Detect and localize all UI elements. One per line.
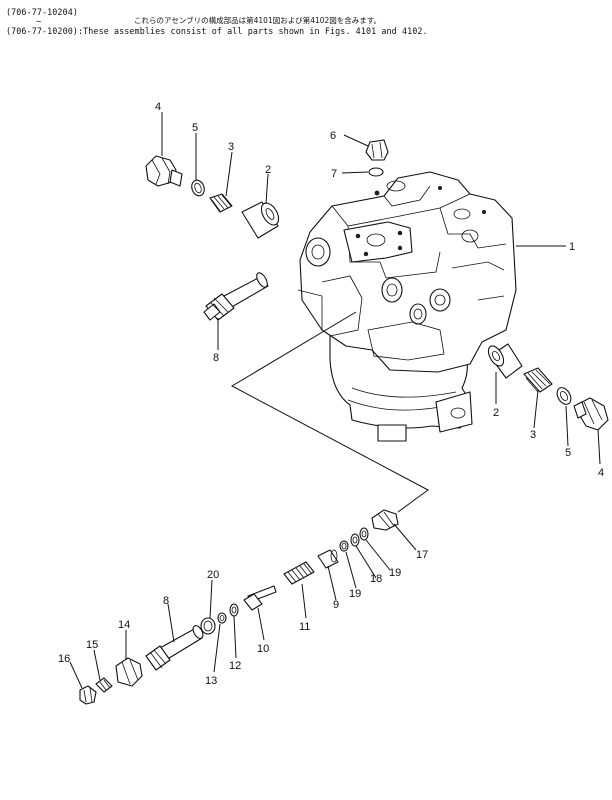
callout-8: 8 bbox=[213, 352, 219, 364]
spring-lower-right bbox=[523, 367, 553, 393]
callout-10: 10 bbox=[257, 643, 269, 655]
callout-11: 11 bbox=[299, 621, 310, 633]
document-header: (706-77-10204) ∼ これらのアセンブリの構成部品は第4101図およ… bbox=[0, 0, 612, 44]
japanese-note: これらのアセンブリの構成部品は第4101図および第4102図を含みます。 bbox=[134, 16, 382, 25]
callout-15: 15 bbox=[86, 639, 98, 651]
callout-4: 4 bbox=[598, 467, 604, 479]
callout-7: 7 bbox=[331, 168, 337, 180]
valve-assembly-upper-left bbox=[145, 155, 280, 239]
valve-assembly-lower-right bbox=[487, 343, 609, 431]
callout-19: 19 bbox=[349, 588, 361, 600]
callout-9: 9 bbox=[333, 599, 339, 611]
part-number-range-start: (706-77-10204) bbox=[6, 7, 78, 17]
callout-4: 4 bbox=[155, 101, 161, 113]
callout-12: 12 bbox=[229, 660, 241, 672]
callout-13: 13 bbox=[205, 675, 217, 687]
callout-3: 3 bbox=[228, 141, 234, 153]
leader-lines bbox=[69, 112, 601, 689]
callout-19: 19 bbox=[389, 567, 401, 579]
relief-valve-exploded bbox=[79, 509, 399, 705]
callout-2: 2 bbox=[493, 407, 499, 419]
callout-5: 5 bbox=[565, 447, 571, 459]
o-ring-part-7 bbox=[368, 167, 384, 177]
callout-16: 16 bbox=[58, 653, 70, 665]
callout-20: 20 bbox=[207, 569, 219, 581]
callout-6: 6 bbox=[330, 130, 336, 142]
callout-14: 14 bbox=[118, 619, 130, 631]
plug-part-6 bbox=[365, 139, 389, 161]
assembly-note-text: These assemblies consist of all parts sh… bbox=[83, 26, 428, 36]
motor-housing-part-1 bbox=[297, 171, 517, 442]
callout-5: 5 bbox=[192, 122, 198, 134]
part-number-range-end: (706-77-10200): bbox=[6, 26, 84, 36]
callout-2: 2 bbox=[265, 164, 271, 176]
callout-17: 17 bbox=[416, 549, 428, 561]
relief-valve-upper bbox=[203, 272, 269, 321]
callout-1: 1 bbox=[569, 241, 575, 253]
callout-labels: 1 2 2 3 3 4 4 5 5 6 7 8 8 9 10 11 12 13 … bbox=[58, 101, 604, 687]
range-separator: ∼ bbox=[36, 16, 42, 26]
spring-upper-left bbox=[209, 193, 233, 213]
assembly-note: (706-77-10200):These assemblies consist … bbox=[6, 26, 428, 36]
callout-8: 8 bbox=[163, 595, 169, 607]
callout-3: 3 bbox=[530, 429, 536, 441]
callout-18: 18 bbox=[370, 573, 382, 585]
